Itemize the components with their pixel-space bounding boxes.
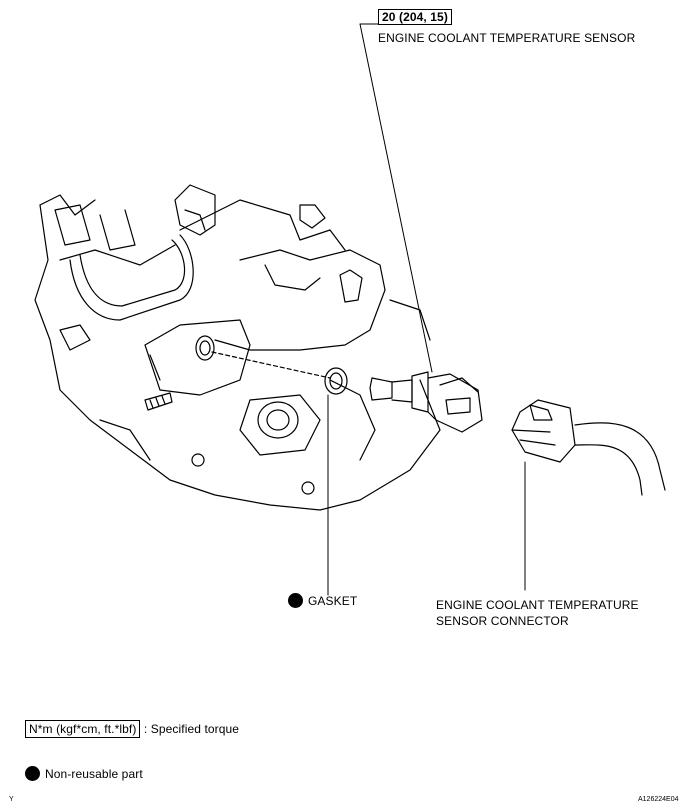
nonreusable-legend: Non-reusable part xyxy=(25,766,143,781)
connector-callout-line2: SENSOR CONNECTOR xyxy=(436,614,569,628)
torque-legend-desc: : Specified torque xyxy=(143,722,240,736)
figure-code: A126224E04 xyxy=(638,796,679,803)
sensor-callout: ENGINE COOLANT TEMPERATURE SENSOR xyxy=(378,31,636,45)
gasket-callout: GASKET xyxy=(288,593,357,608)
legend-dot-icon xyxy=(25,766,40,781)
non-reusable-dot-icon xyxy=(288,593,303,608)
torque-legend: N*m (kgf*cm, ft.*lbf) : Specified torque xyxy=(25,720,240,738)
gasket-label: GASKET xyxy=(308,594,358,608)
torque-units-box: N*m (kgf*cm, ft.*lbf) xyxy=(25,720,141,738)
corner-mark-left: Y xyxy=(9,796,14,803)
connector-callout-line1: ENGINE COOLANT TEMPERATURE xyxy=(436,598,639,612)
torque-spec-box: 20 (204, 15) xyxy=(378,9,452,25)
nonreusable-legend-label: Non-reusable part xyxy=(45,767,143,781)
